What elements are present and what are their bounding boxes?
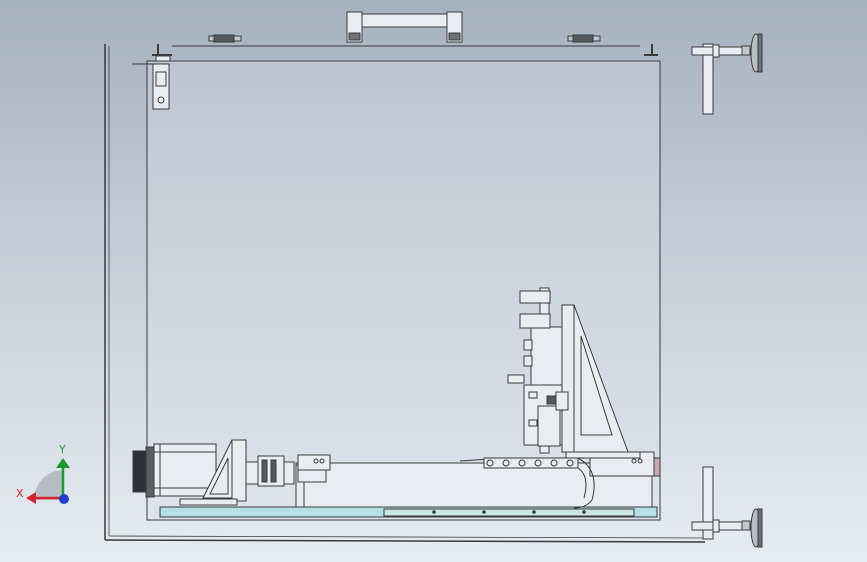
triad-plane xyxy=(34,470,64,500)
cable-chain[interactable] xyxy=(459,457,595,509)
hinge-right[interactable] xyxy=(567,34,601,43)
triad-y-arrow xyxy=(56,458,70,468)
top-rail xyxy=(152,44,658,56)
hinge-left[interactable] xyxy=(208,34,242,43)
orientation-triad[interactable] xyxy=(26,458,70,504)
triad-z-axis xyxy=(59,494,69,504)
servo-motor[interactable] xyxy=(132,443,217,498)
motor-mount[interactable] xyxy=(179,439,247,506)
linear-module[interactable] xyxy=(295,451,661,508)
base-plate[interactable] xyxy=(159,506,658,518)
leveling-foot-bottom[interactable] xyxy=(691,466,763,548)
enclosure-frame[interactable] xyxy=(104,44,706,543)
gripper-cylinder[interactable] xyxy=(546,391,569,411)
top-handle[interactable] xyxy=(346,11,463,43)
leveling-foot-top[interactable] xyxy=(691,33,763,115)
gusset-bracket[interactable] xyxy=(561,304,641,459)
shaft-coupling[interactable] xyxy=(245,455,295,487)
door-latch[interactable] xyxy=(132,55,171,110)
triad-y-label: Y xyxy=(59,443,66,456)
triad-x-arrow xyxy=(26,492,36,504)
triad-x-label: X xyxy=(16,487,24,500)
